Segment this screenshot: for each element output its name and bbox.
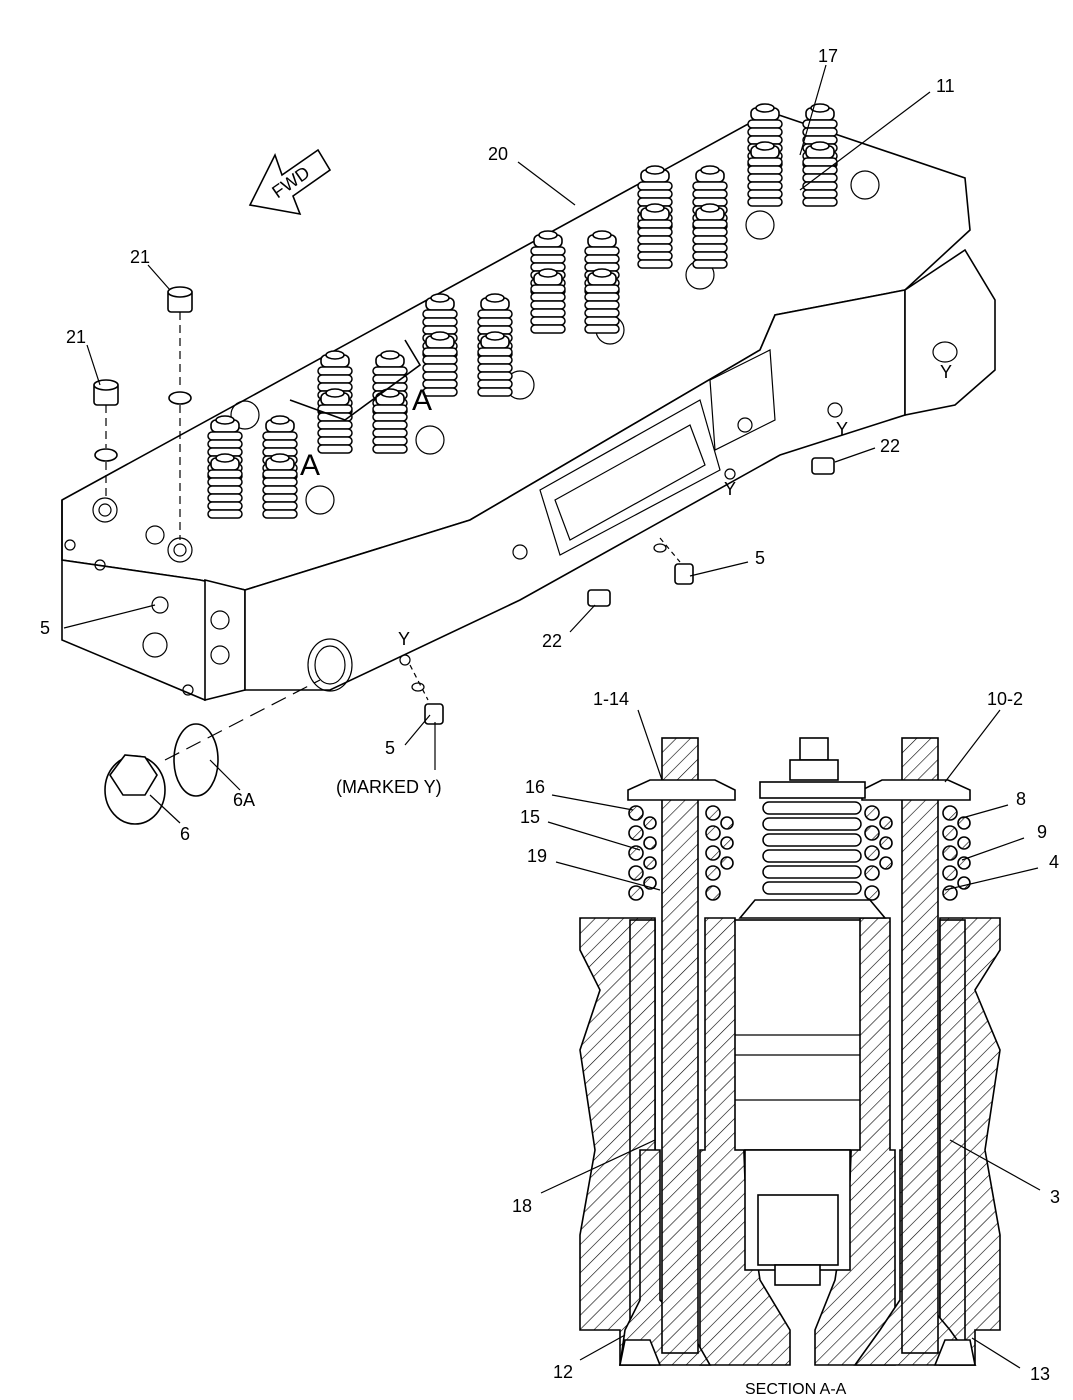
- callout-3: 3: [1050, 1187, 1060, 1207]
- callout-19: 19: [527, 846, 547, 866]
- callout-16: 16: [525, 777, 545, 797]
- callout-20: 20: [488, 144, 508, 164]
- callout-leaders: [63, 64, 1041, 1369]
- callout-18: 18: [512, 1196, 532, 1216]
- callout-12: 12: [553, 1362, 573, 1382]
- callout-labels: 17 11 20 21 21 22 22 5 5 5 (MARKED Y) 6 …: [40, 46, 1060, 1398]
- callout-11: 11: [936, 76, 955, 96]
- callout-6: 6: [180, 824, 190, 844]
- callout-5-side: 5: [755, 548, 765, 568]
- callout-6a: 6A: [233, 790, 255, 810]
- section-caption: SECTION A-A: [745, 1381, 847, 1398]
- section-a-a-drawing: [579, 737, 1001, 1366]
- fwd-arrow-icon: FWD: [248, 148, 332, 216]
- callout-21-upper: 21: [130, 247, 150, 267]
- callout-5-marked: 5: [385, 738, 395, 758]
- callout-17: 17: [818, 46, 838, 66]
- callout-13: 13: [1030, 1364, 1050, 1384]
- callout-15: 15: [520, 807, 540, 827]
- exploded-parts: [93, 286, 835, 825]
- callout-5-front: 5: [40, 618, 50, 638]
- right-spring-coils: [864, 805, 971, 901]
- callout-22-right: 22: [880, 436, 900, 456]
- left-spring-coils: [628, 805, 734, 901]
- callout-8: 8: [1016, 789, 1026, 809]
- injector-spring-coils: [762, 801, 862, 895]
- callout-22-left: 22: [542, 631, 562, 651]
- y-marker-2: Y: [836, 419, 848, 439]
- callout-10-2: 10-2: [987, 689, 1023, 709]
- cylinder-head-drawing: A A Y Y Y Y: [61, 103, 996, 702]
- callout-21-lower: 21: [66, 327, 86, 347]
- section-marker-a-left: A: [300, 449, 320, 482]
- y-marker-1: Y: [940, 362, 952, 382]
- callout-9: 9: [1037, 822, 1047, 842]
- section-marker-a-right: A: [412, 384, 432, 417]
- marked-y-note: (MARKED Y): [336, 777, 442, 797]
- callout-1-14: 1-14: [593, 689, 629, 709]
- y-marker-4: Y: [398, 629, 410, 649]
- y-marker-3: Y: [724, 479, 736, 499]
- callout-4: 4: [1049, 852, 1059, 872]
